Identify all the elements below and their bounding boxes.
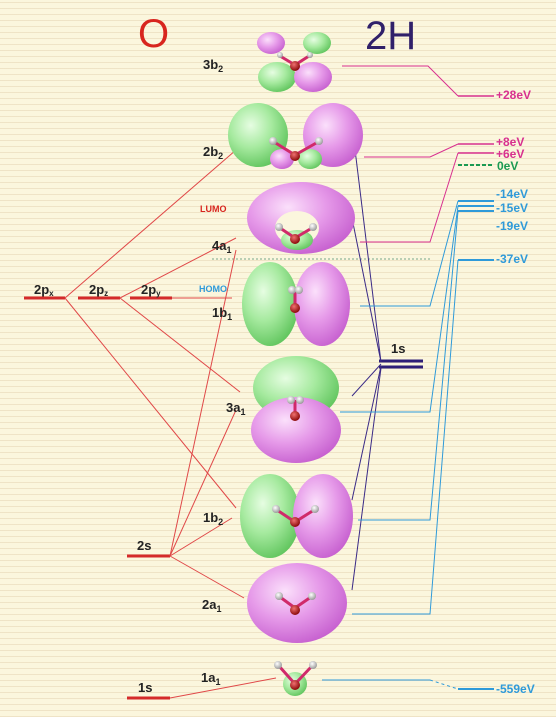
homo-marker: HOMO <box>199 284 227 294</box>
mo-label-1b2: 1b2 <box>203 510 224 527</box>
orbital-3b2-shape <box>257 32 332 92</box>
mo-label-1a1: 1a1 <box>201 670 221 687</box>
mo-label-2b2: 2b2 <box>203 144 224 161</box>
o-1s-label: 1s <box>138 680 153 695</box>
mo-label-4a1: 4a1 <box>212 238 232 255</box>
hydrogen-correlation-lines <box>351 124 382 591</box>
energy-label-28ev: +28eV <box>496 88 532 102</box>
oxygen-title: O <box>138 12 170 56</box>
mo-label-3b2: 3b2 <box>203 57 224 74</box>
orbital-4a1-shape <box>247 182 355 254</box>
orbital-2b2-shape <box>228 103 363 169</box>
orbital-1b1-shape <box>242 262 350 346</box>
hydrogen-title: 2H <box>365 14 417 58</box>
o-2py-label: 2py <box>141 282 161 298</box>
energy-label-6ev: +6eV <box>496 147 525 161</box>
energy-label-559ev: -559eV <box>496 682 535 696</box>
energy-label-37ev: -37eV <box>496 252 529 266</box>
energy-label-15ev: -15eV <box>496 201 529 215</box>
energy-levels <box>24 95 494 700</box>
energy-label-14ev: -14eV <box>496 187 529 201</box>
mo-label-3a1: 3a1 <box>226 400 246 417</box>
mo-label-1b1: 1b1 <box>212 305 233 322</box>
orbital-2a1-shape <box>247 563 347 643</box>
energy-label-0ev: 0eV <box>497 159 519 173</box>
lumo-marker: LUMO <box>200 204 227 214</box>
orbital-1a1-shape <box>274 661 317 696</box>
energy-label-8ev: +8eV <box>496 135 525 149</box>
mo-label-2a1: 2a1 <box>202 597 222 614</box>
o-2pz-label: 2pz <box>89 282 109 298</box>
mo-level-correlation-lines <box>322 65 459 690</box>
o-2s-label: 2s <box>137 538 152 553</box>
orbital-3a1-shape <box>251 356 341 463</box>
orbital-1b2-shape <box>240 474 353 558</box>
h-1s-label: 1s <box>391 341 406 356</box>
energy-label-19ev: -19eV <box>496 219 529 233</box>
o-2px-label: 2px <box>34 282 54 298</box>
oxygen-correlation-lines <box>64 149 277 699</box>
